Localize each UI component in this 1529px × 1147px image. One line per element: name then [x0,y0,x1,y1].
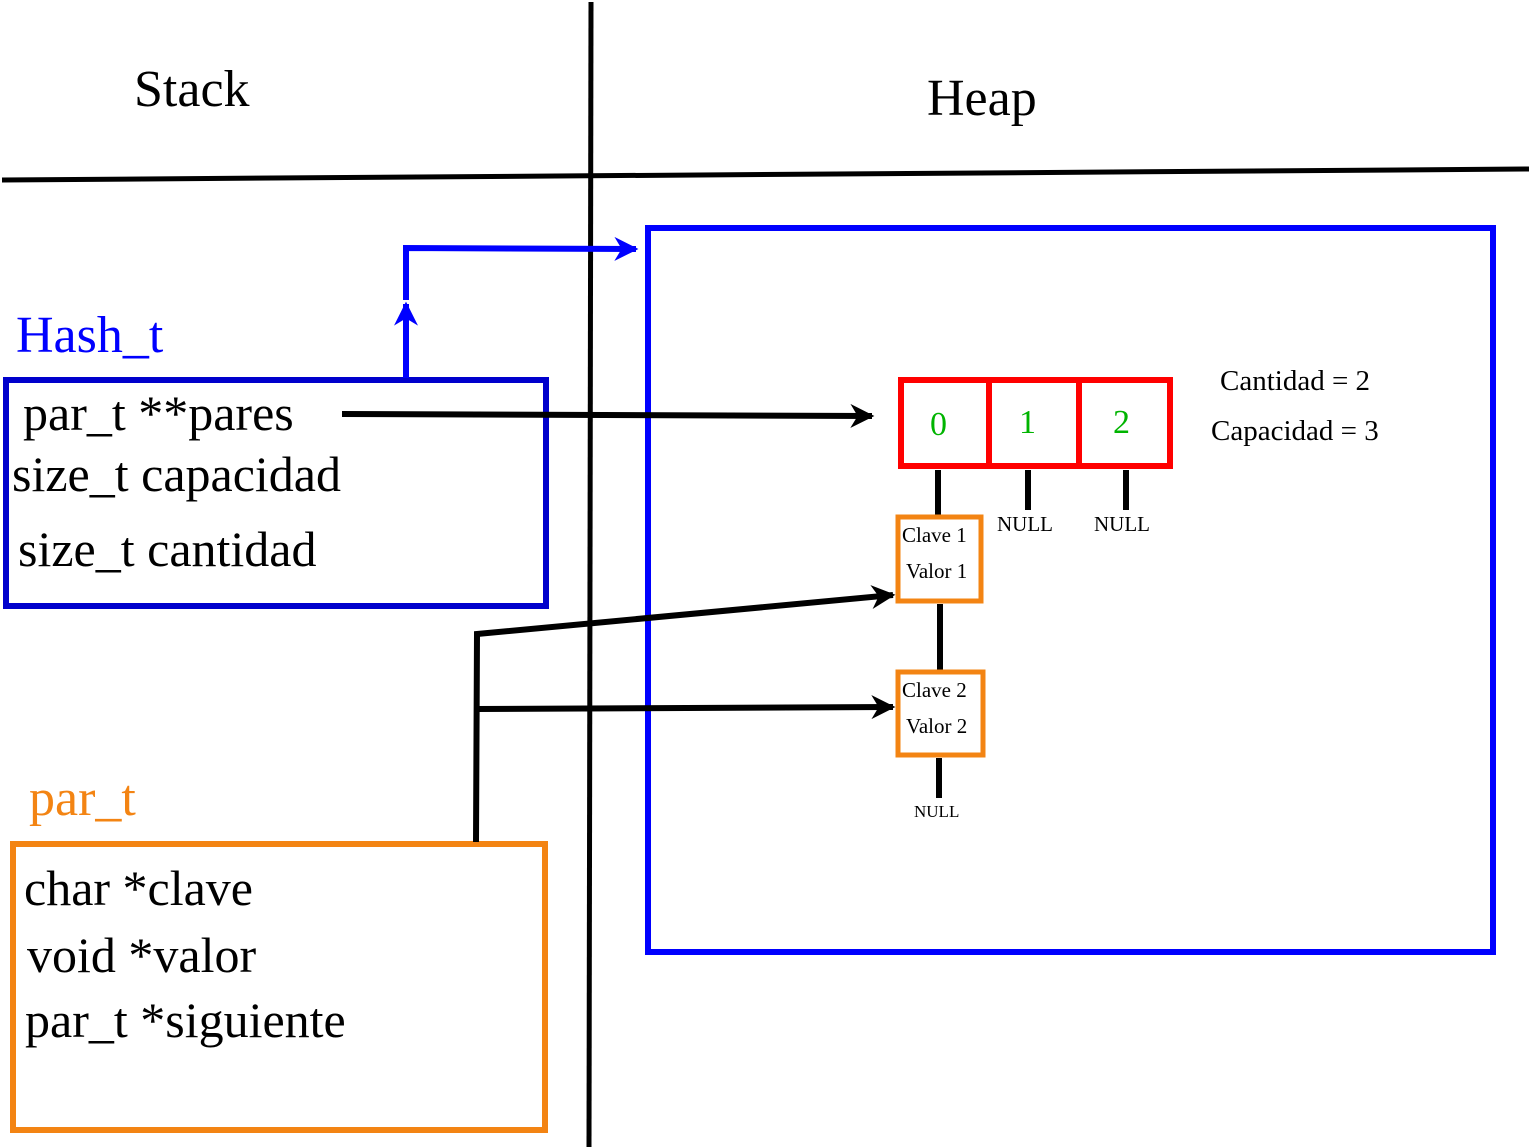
node-2-box [895,669,986,758]
pair-field-valor: void *valor [27,927,257,983]
cell-1-null-label: NULL [997,512,1053,536]
pair-field-clave: char *clave [24,860,254,916]
stack-title: Stack [134,61,250,118]
node-2-clave: Clave 2 [902,678,967,702]
table-cell-2 [1076,377,1173,469]
hash-struct-box [3,377,549,609]
node-2-valor: Valor 2 [906,714,968,738]
heap-title: Heap [927,70,1037,127]
pair-struct-box [10,841,548,1133]
hash-field-pares: par_t **pares [23,385,294,441]
pair-to-node-1-arrow [473,585,896,843]
node-1-box [895,514,984,604]
heap-box [645,225,1496,955]
hash-struct-title: Hash_t [16,307,164,364]
hash-to-heap-arrow [403,236,639,300]
chain-end-null-label: NULL [914,802,960,821]
hash-field-cantidad: size_t cantidad [18,521,317,577]
pair-to-node-2-arrow [476,695,896,720]
pares-pointer-arrow [341,403,875,428]
hash-field-capacidad: size_t capacidad [12,446,341,502]
table-index-0: 0 [930,406,947,443]
node-1-valor: Valor 1 [906,559,968,583]
node-1-clave: Clave 1 [902,523,967,547]
table-capacidad: Capacidad = 3 [1211,415,1379,447]
table-cantidad: Cantidad = 2 [1220,365,1371,397]
table-index-1: 1 [1019,404,1036,441]
pair-field-siguiente: par_t *siguiente [25,992,346,1048]
vertical-divider [586,1,594,1147]
table-index-2: 2 [1113,404,1130,441]
pair-struct-title: par_t [29,770,136,827]
horizontal-divider [1,166,1529,183]
cell-2-null-label: NULL [1094,512,1150,536]
